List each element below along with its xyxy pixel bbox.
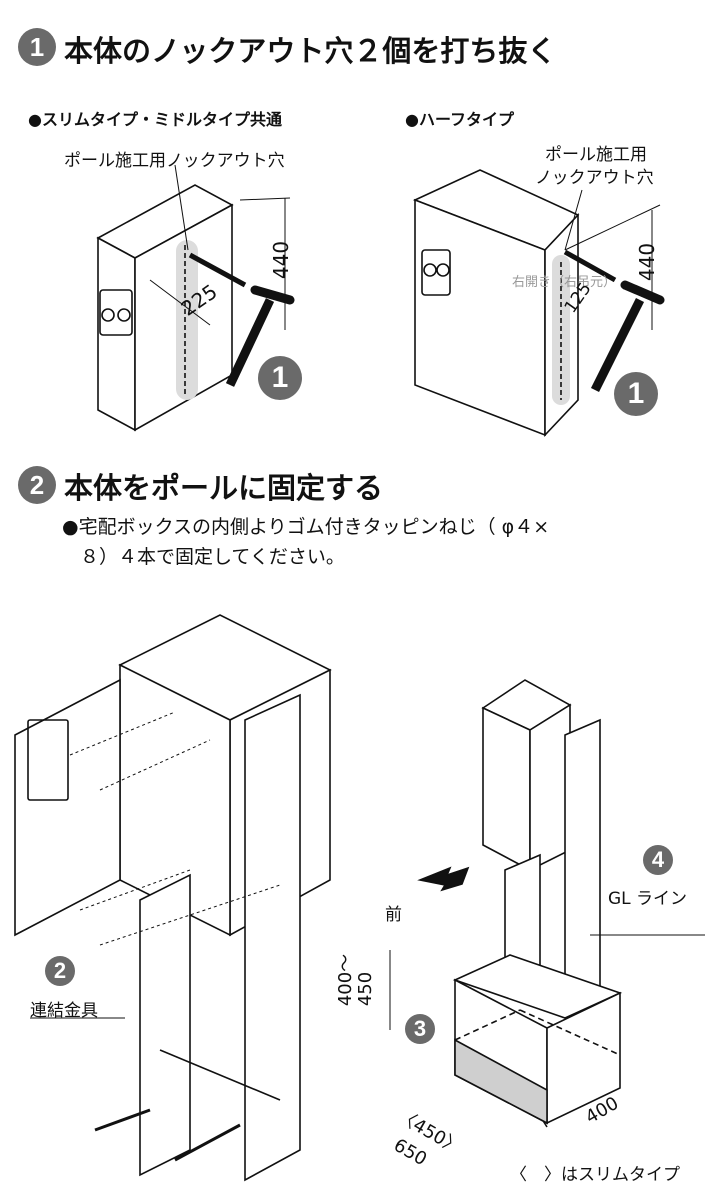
bolt-install-drawing [14, 614, 332, 1182]
half-box-drawing [412, 169, 665, 438]
depth-dim: 400～ 450 [335, 953, 377, 1007]
step2-note-line2: ８）４本で固定してください。 [80, 546, 345, 568]
half-faded-label: 右開き（右吊元） [512, 275, 617, 290]
slim-step-badge: 1 [258, 356, 302, 400]
gl-line-label: GL ライン [608, 889, 688, 909]
slim-box-drawing [96, 164, 295, 432]
step1-badge: 1 [18, 28, 56, 66]
half-knockout-label-2: ノックアウト穴 [535, 168, 654, 188]
slim-middle-heading: ●スリムタイプ・ミドルタイプ共通 [28, 110, 282, 129]
step2-note-line1: ●宅配ボックスの内側よりゴム付きタッピンねじ（ φ４× [62, 516, 550, 538]
step1-title: 本体のノックアウト穴２個を打ち抜く [64, 34, 557, 68]
slim-knockout-label: ポール施工用ノックアウト穴 [64, 151, 285, 171]
front-label: 前 [385, 905, 402, 925]
pole-foundation-drawing [389, 679, 705, 1128]
half-heading: ●ハーフタイプ [405, 110, 515, 129]
half-knockout-label-1: ポール施工用 [545, 145, 647, 165]
slim-dim-height: 440 [269, 240, 294, 280]
slim-type-footnote: 〈 〉はスリムタイプ [510, 1165, 680, 1185]
bracket-badge: 2 [45, 956, 75, 986]
step2-title: 本体をポールに固定する [64, 471, 384, 505]
half-dim-height: 440 [635, 242, 660, 282]
step2-badge: 2 [18, 466, 56, 504]
half-step-badge: 1 [614, 372, 658, 416]
gl-badge: 4 [643, 845, 673, 875]
bracket-label: 連結金具 [30, 1001, 98, 1021]
foundation-badge: 3 [405, 1014, 435, 1044]
